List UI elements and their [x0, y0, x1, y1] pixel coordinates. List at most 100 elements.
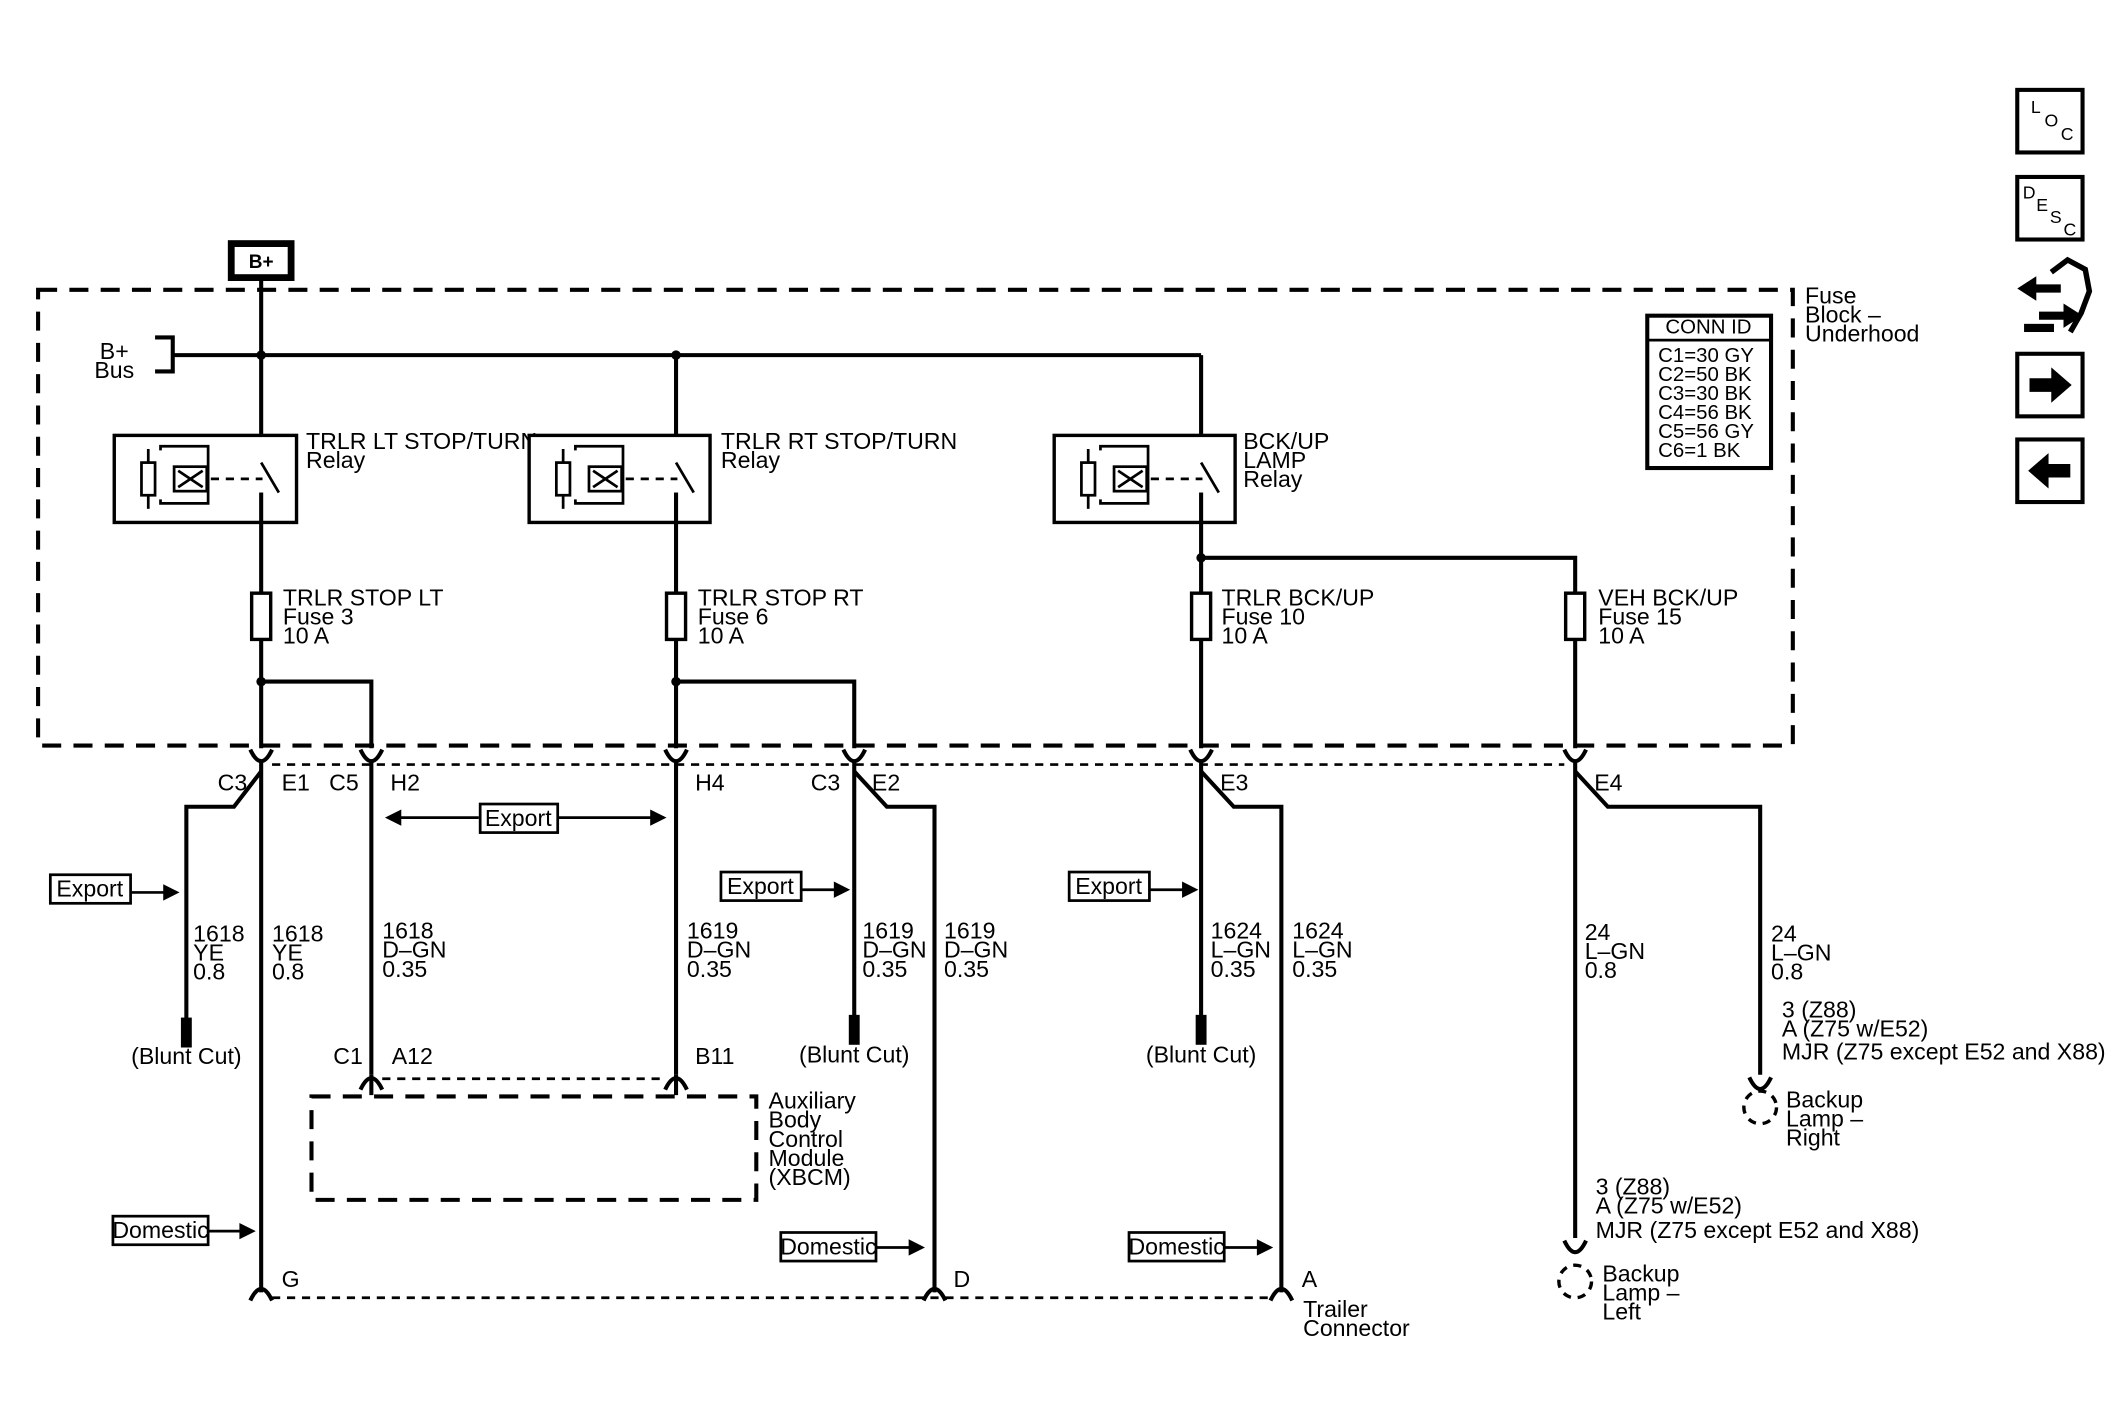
svg-text:Body: Body — [769, 1107, 822, 1133]
connector-h2 — [358, 748, 385, 1075]
connector-label: E1 — [282, 769, 310, 795]
connector-label: A — [1302, 1266, 1318, 1292]
svg-text:0.8: 0.8 — [272, 958, 304, 984]
svg-text:C: C — [2064, 219, 2077, 239]
desc-icon[interactable]: D E S C — [2015, 174, 2085, 242]
svg-text:D–GN: D–GN — [382, 937, 446, 963]
svg-text:Backup: Backup — [1786, 1086, 1863, 1112]
svg-text:E: E — [2036, 195, 2048, 215]
fuse-label: TRLR STOP RT — [698, 584, 864, 610]
wire-label: 1624 L–GN 0.35 — [1211, 918, 1271, 982]
connector-label: B11 — [695, 1043, 734, 1069]
wire-label: 1619 D–GN 0.35 — [687, 918, 751, 982]
conn-id-row: C6=1 BK — [1658, 440, 1741, 462]
svg-text:24: 24 — [1771, 920, 1797, 946]
bplus-bus-bracket — [155, 335, 175, 374]
svg-text:Domestic: Domestic — [1128, 1233, 1224, 1259]
trailer-pin-d — [921, 1286, 948, 1302]
svg-text:MJR (Z75 except E52 and X88): MJR (Z75 except E52 and X88) — [1782, 1039, 2106, 1065]
trailer-pin-a — [1268, 1286, 1295, 1302]
wire-label: 1624 L–GN 0.35 — [1292, 918, 1352, 982]
bplus-bus-label: Bus — [94, 357, 134, 383]
fuse-15 — [1563, 591, 1587, 642]
fuse-label: Fuse 6 — [698, 603, 769, 629]
arrow-right-icon[interactable] — [2015, 351, 2085, 419]
svg-text:0.8: 0.8 — [1585, 957, 1617, 983]
relay-label: Relay — [1243, 466, 1303, 492]
conn-id-row: C1=30 GY — [1658, 345, 1754, 367]
svg-text:0.8: 0.8 — [193, 958, 225, 984]
svg-text:A (Z75 w/E52): A (Z75 w/E52) — [1596, 1192, 1742, 1218]
relay-label: Relay — [306, 447, 366, 473]
fuse-block-label: Fuse — [1805, 282, 1856, 308]
loc-icon[interactable]: L O C — [2015, 87, 2085, 155]
domestic-label-box: Domestic — [1127, 1231, 1274, 1263]
svg-text:Control: Control — [769, 1126, 844, 1152]
svg-text:D–GN: D–GN — [687, 937, 751, 963]
svg-text:D–GN: D–GN — [944, 937, 1008, 963]
connector-label: C1 — [333, 1043, 363, 1069]
svg-text:1619: 1619 — [862, 918, 913, 944]
wire-label: 24 L–GN 0.8 — [1771, 920, 1831, 984]
trailer-pin-g — [248, 1286, 274, 1302]
svg-text:0.35: 0.35 — [1211, 956, 1256, 982]
fuse-label: Fuse 15 — [1598, 603, 1682, 629]
svg-text:Module: Module — [769, 1145, 845, 1171]
connector-e3 — [1188, 748, 1214, 1041]
svg-text:S: S — [2050, 207, 2062, 227]
svg-text:L–GN: L–GN — [1292, 937, 1352, 963]
svg-text:L–GN: L–GN — [1771, 939, 1831, 965]
svg-text:1624: 1624 — [1211, 918, 1263, 944]
connector-label: H2 — [390, 769, 420, 795]
svg-text:D–GN: D–GN — [862, 937, 926, 963]
svg-text:Right: Right — [1786, 1124, 1841, 1150]
connector-e2 — [841, 748, 867, 1041]
svg-text:1619: 1619 — [687, 918, 738, 944]
wire-label: 1618 YE 0.8 — [193, 920, 244, 984]
relay-label: TRLR LT STOP/TURN — [306, 428, 537, 454]
export-label-box: Export — [48, 873, 180, 905]
svg-text:0.35: 0.35 — [862, 956, 907, 982]
connector-label: D — [954, 1266, 971, 1292]
wire-label: 1618 YE 0.8 — [272, 920, 323, 984]
connector-e1 — [248, 748, 274, 1293]
connector-label: E4 — [1594, 769, 1622, 795]
svg-text:(XBCM): (XBCM) — [769, 1164, 851, 1190]
connector-label: E3 — [1220, 769, 1248, 795]
domestic-label-box: Domestic — [779, 1231, 925, 1263]
svg-text:1618: 1618 — [382, 918, 433, 944]
svg-text:Backup: Backup — [1602, 1260, 1679, 1286]
fuse-block-label: Block – — [1805, 301, 1881, 327]
svg-text:Left: Left — [1602, 1299, 1641, 1325]
relay-trlr-lt-stop-turn: TRLR LT STOP/TURN Relay — [112, 428, 537, 525]
blunt-cut-label: (Blunt Cut) — [1146, 1041, 1256, 1067]
fuse-label: TRLR STOP LT — [283, 584, 444, 610]
xbcm-module — [309, 1094, 759, 1202]
arrow-left-icon[interactable] — [2015, 437, 2085, 505]
xbcm-label: Auxiliary Body Control Module (XBCM) — [769, 1088, 857, 1190]
fuse-block-boundary — [36, 287, 1795, 748]
backup-lamp-left: 3 (Z88) A (Z75 w/E52) MJR (Z75 except E5… — [1557, 1173, 1919, 1325]
domestic-label-box: Domestic — [111, 1214, 256, 1247]
connector-label: A12 — [392, 1043, 433, 1069]
svg-text:0.35: 0.35 — [382, 956, 427, 982]
connector-label: C3 — [811, 769, 841, 795]
fuse-label: Fuse 3 — [283, 603, 354, 629]
fuse-label: Fuse 10 — [1222, 603, 1306, 629]
svg-text:1618: 1618 — [272, 920, 323, 946]
export-label-box: Export — [1067, 870, 1199, 902]
relay-label: TRLR RT STOP/TURN — [721, 428, 957, 454]
svg-text:Domestic: Domestic — [112, 1217, 208, 1243]
fuse-label: 10 A — [1598, 623, 1645, 649]
svg-text:3 (Z88): 3 (Z88) — [1782, 997, 1856, 1023]
fuse-10 — [1189, 591, 1213, 642]
svg-text:L: L — [2031, 97, 2041, 117]
harness-connector-icon[interactable] — [2017, 256, 2093, 334]
fuse-label: TRLR BCK/UP — [1222, 584, 1375, 610]
svg-text:0.35: 0.35 — [944, 956, 989, 982]
relay-label: Relay — [721, 447, 781, 473]
relay-label: LAMP — [1243, 447, 1306, 473]
svg-text:L–GN: L–GN — [1211, 937, 1271, 963]
